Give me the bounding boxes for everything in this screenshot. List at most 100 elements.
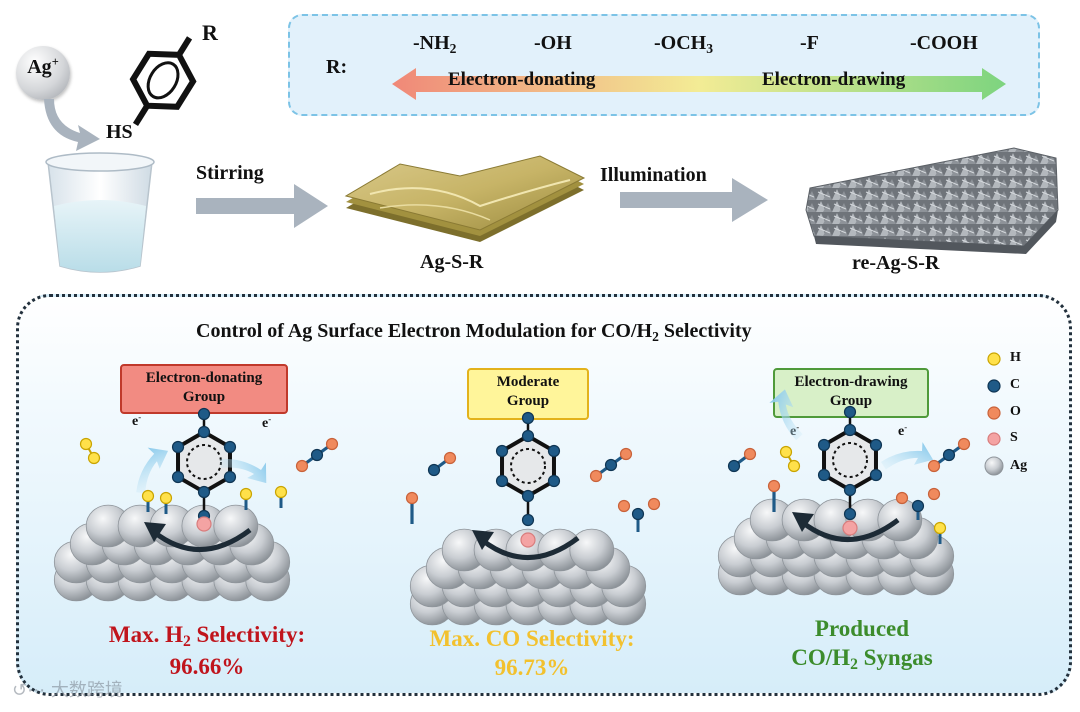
thiol-head-label: HS [106, 121, 133, 143]
drawing-benzene-carbon [817, 468, 831, 482]
electron-label-1: e- [132, 412, 142, 429]
donating-co2-o2 [325, 437, 339, 451]
drawing-electron-flow-right [881, 442, 934, 470]
drawing-rotation-arrow-head [792, 512, 814, 532]
group-och3: -OCH3 [654, 32, 714, 56]
moderate-co2-o1 [589, 469, 603, 483]
drawing-co-1-o [767, 479, 781, 493]
donating-benzene-carbon [171, 440, 185, 454]
drawing-co2-c [942, 448, 956, 462]
substituent-box [288, 14, 1040, 116]
legend-label-o: O [1010, 404, 1021, 419]
ag-ion-label: Ag+ [27, 55, 59, 78]
ag-ion-bubble [16, 46, 70, 100]
moderate-co2-c [604, 458, 618, 472]
legend-c-marker [987, 379, 1001, 393]
electron-label-4: e- [898, 422, 908, 439]
drawing-benzene-carbon [843, 405, 857, 419]
donating-h-2-h [159, 491, 173, 505]
drawing-sulfur [842, 520, 858, 536]
moderate-benzene-carbon [495, 474, 509, 488]
panel-title: Control of Ag Surface Electron Modulatio… [196, 320, 752, 344]
legend-s-marker [987, 432, 1001, 446]
ion-to-beaker-arrow [44, 99, 100, 151]
group-nh2: -NH2 [413, 32, 457, 56]
surface-middle-atom [569, 528, 615, 572]
drawing-benzene-carbon [869, 438, 883, 452]
drawing-benzene-carbon [843, 423, 857, 437]
moderate-benzene-carbon [521, 429, 535, 443]
drawing-cooh-o1 [895, 491, 909, 505]
stirring-label: Stirring [196, 162, 264, 184]
group-cooh: -COOH [910, 32, 978, 54]
drawing-label: Electron-drawing [762, 69, 906, 90]
group-f: -F [800, 32, 819, 54]
donating-h2-gas-h1 [79, 437, 93, 451]
drawing-co-gas-o [743, 447, 757, 461]
moderate-benzene-carbon [547, 474, 561, 488]
moderate-co-gas-o [443, 451, 457, 465]
drawing-co-gas-c [727, 459, 741, 473]
donating-benzene-carbon [197, 485, 211, 499]
donating-label: Electron-donating [448, 69, 596, 90]
moderate-rotation-arrow [480, 536, 580, 560]
moderate-cooh-o2 [647, 497, 661, 511]
group-oh: -OH [534, 32, 572, 54]
drawing-h2-gas-h1 [779, 445, 793, 459]
moderate-benzene-ring [500, 433, 556, 499]
legend-h-marker [987, 352, 1001, 366]
moderate-co2-o2 [619, 447, 633, 461]
drawing-benzene-carbon [843, 483, 857, 497]
donating-h-4-h [274, 485, 288, 499]
moderate-cooh-o1 [617, 499, 631, 513]
legend-ag-marker [984, 456, 1004, 476]
electron-label-2: e- [262, 414, 272, 431]
drawing-cooh-o2 [927, 487, 941, 501]
ag-s-r-layers [344, 155, 586, 242]
h2-selectivity-result: Max. H2 Selectivity: 96.66% [108, 622, 306, 679]
drawing-co2-o2 [957, 437, 971, 451]
co-selectivity-result: Max. CO Selectivity: 96.73% [429, 626, 635, 680]
drawing-co2-o1 [927, 459, 941, 473]
moderate-benzene-carbon [521, 489, 535, 503]
donating-h-1-h [141, 489, 155, 503]
drawing-benzene-carbon [817, 438, 831, 452]
donating-h2-gas-h2 [87, 451, 101, 465]
drawing-h2-gas-h2 [787, 459, 801, 473]
legend-label-c: C [1010, 377, 1021, 392]
surface-left-atom [213, 504, 259, 548]
drawing-benzene-carbon [843, 507, 857, 521]
donating-co2-c [310, 448, 324, 462]
donating-rotation-arrow [152, 528, 252, 552]
legend-label-s: S [1010, 430, 1018, 445]
watermark-logo-icon: ↺⋯ [12, 680, 46, 701]
drawing-cooh-c [911, 499, 925, 513]
watermark: ↺⋯ 大数跨境 [12, 680, 123, 701]
donating-co2-o1 [295, 459, 309, 473]
thiol-molecule [129, 36, 197, 126]
stirring-arrow [196, 184, 328, 228]
donating-electron-flow-left [136, 447, 169, 494]
thiol-substituent-label: R [202, 20, 218, 45]
donating-h-3-h [239, 487, 253, 501]
legend-o-marker [987, 406, 1001, 420]
re-ag-s-r-material [805, 147, 1059, 254]
moderate-cooh-c [631, 507, 645, 521]
substituent-row-label: R: [326, 56, 348, 78]
donating-drawing-gradient-arrow [392, 68, 1006, 100]
moderate-benzene-aromatic [510, 448, 546, 484]
donating-benzene-carbon [197, 425, 211, 439]
drawing-benzene-carbon [869, 468, 883, 482]
legend-label-h: H [1010, 350, 1021, 365]
drawing-electron-flow-left [769, 389, 803, 441]
donating-benzene-carbon [223, 440, 237, 454]
donating-benzene-carbon [197, 407, 211, 421]
moderate-co-gas-c [427, 463, 441, 477]
donating-sulfur [196, 516, 212, 532]
moderate-rotation-arrow-head [472, 530, 494, 550]
drawing-rotation-arrow [800, 518, 900, 542]
drawing-benzene-ring [822, 427, 878, 493]
legend-label-ag: Ag [1010, 458, 1028, 473]
